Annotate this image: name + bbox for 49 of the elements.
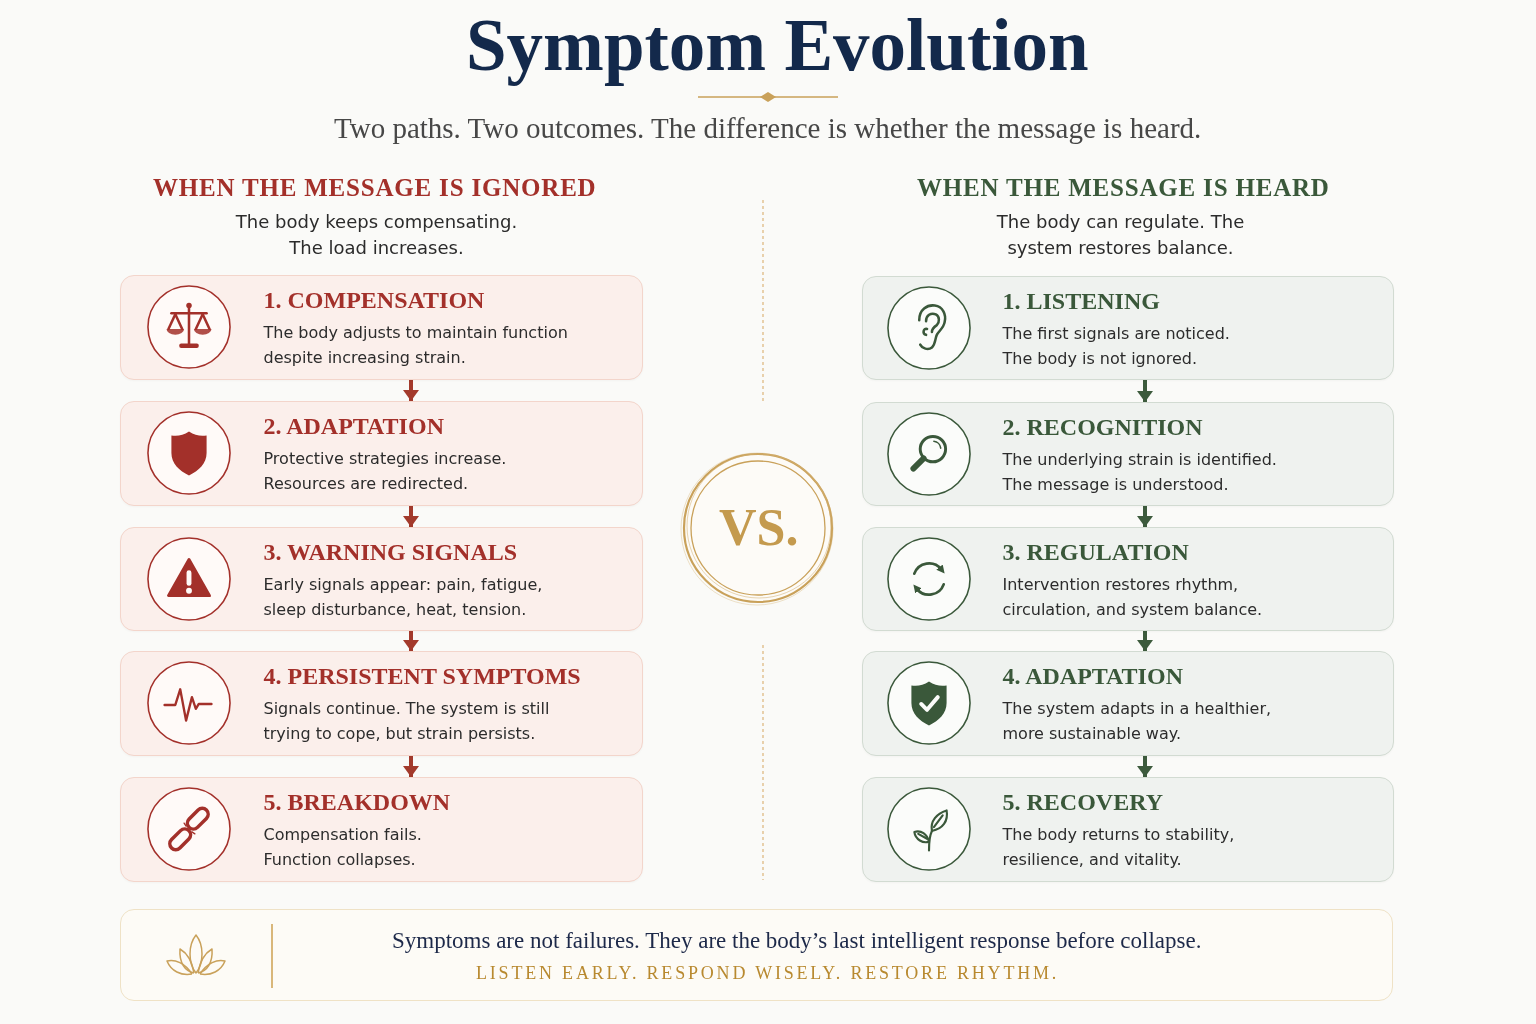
title: Symptom Evolution [466,4,1089,88]
step-card [120,777,643,882]
step-description: The system adapts in a healthier, more sustainable way. [1002,698,1273,745]
step-title: 3. REGULATION [1002,537,1189,567]
step-description: Intervention restores rhythm, circulation, and system balance. [1002,573,1264,621]
step-card [120,527,643,631]
column-subheading: The body keeps compensating. The load increases. [235,210,518,260]
step-card [120,401,643,506]
step-card [862,402,1394,506]
column-heading: WHEN THE MESSAGE IS HEARD [917,173,1330,203]
arrow [1137,756,1153,777]
arrow [403,756,419,777]
quote-banner [120,909,1393,1001]
arrow [403,631,419,651]
step-title: 2. RECOGNITION [1002,412,1203,442]
step-description: The first signals are noticed. The body is not ignored. [1002,322,1231,370]
step-title: 4. PERSISTENT SYMPTOMS [263,662,581,691]
arrow [1137,506,1153,527]
step-description: Protective strategies increase. Resources are redirected. [263,448,508,495]
step-card [120,275,643,380]
versus-text: VS. [719,498,799,558]
versus-badge [679,449,837,607]
step-description: Compensation fails. Function collapses. [263,824,423,871]
step-description: Signals continue. The system is still trying to cope, but strain persists. [263,698,551,745]
column-subheading: The body can regulate. The system restores balance. [996,210,1245,260]
arrow [403,380,419,401]
arrow [1137,631,1153,651]
subtitle: Two paths. Two outcomes. The difference is whether the message is heard. [334,111,1202,146]
step-description: The body returns to stability, resilience, and vitality. [1002,824,1236,871]
arrow [403,506,419,527]
column-heading: WHEN THE MESSAGE IS IGNORED [153,173,597,203]
step-card [120,651,643,756]
step-description: The underlying strain is identified. The message is understood. [1002,448,1278,496]
step-card [862,527,1394,631]
step-description: The body adjusts to maintain function despite increasing strain. [263,322,569,369]
step-card [862,276,1394,380]
step-card [862,651,1394,756]
step-title: 1. LISTENING [1002,286,1160,316]
step-title: 5. BREAKDOWN [263,788,451,817]
step-title: 5. RECOVERY [1002,788,1163,817]
step-title: 3. WARNING SIGNALS [263,537,518,567]
quote-text: Symptoms are not failures. They are the body’s last intelligent response before collapse. [392,927,1202,955]
step-title: 2. ADAPTATION [263,412,444,441]
step-title: 4. ADAPTATION [1002,662,1183,691]
step-description: Early signals appear: pain, fatigue, sleep disturbance, heat, tension. [263,573,544,621]
arrow [1137,380,1153,402]
step-card [862,777,1394,882]
step-title: 1. COMPENSATION [263,286,485,315]
tagline-text: LISTEN EARLY. RESPOND WISELY. RESTORE RHYTHM. [476,962,1060,984]
